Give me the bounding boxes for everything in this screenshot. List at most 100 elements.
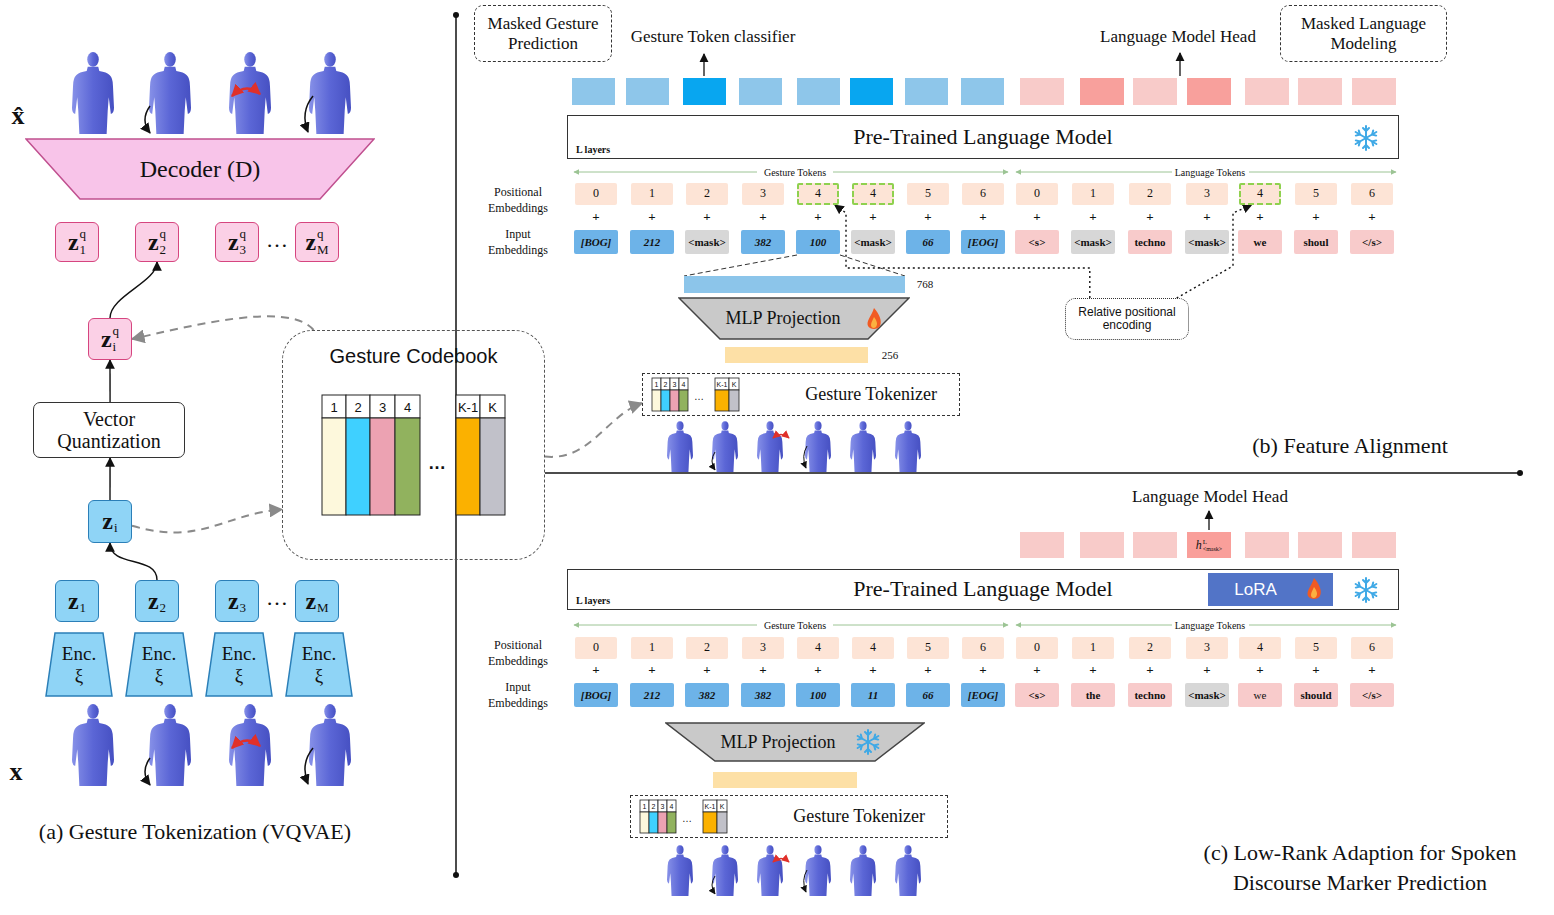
node-text: <s> bbox=[1029, 236, 1046, 248]
token-box: 212 bbox=[630, 683, 674, 707]
plus-sign: + bbox=[592, 662, 599, 678]
plus-sign: + bbox=[1256, 662, 1263, 678]
range-label: Gesture Tokens bbox=[764, 620, 826, 631]
symbol-text: z bbox=[305, 588, 316, 615]
node-text: 2 bbox=[704, 641, 710, 654]
node-text: 212 bbox=[644, 689, 661, 701]
plus-sign: + bbox=[648, 662, 655, 678]
symbol-text: z bbox=[148, 588, 159, 615]
encoder-trapezoid: Enc. ξ bbox=[45, 632, 113, 697]
subscript: 3 bbox=[240, 242, 247, 258]
plus-sign: + bbox=[979, 662, 986, 678]
codebook-index: 4 bbox=[404, 400, 411, 415]
head-label: Language Model Head bbox=[1132, 487, 1288, 507]
token-box: <s> bbox=[1015, 683, 1059, 707]
token-box: <mask> bbox=[1185, 683, 1229, 707]
node-text: 100 bbox=[810, 236, 827, 248]
position-box: 4 bbox=[1239, 183, 1281, 205]
position-box: 6 bbox=[1351, 637, 1393, 659]
latent-box: z3 bbox=[215, 580, 259, 622]
plus-sign: + bbox=[759, 662, 766, 678]
symbol-text: z bbox=[101, 326, 112, 353]
node-text: 6 bbox=[980, 187, 986, 200]
node-text: the bbox=[1086, 689, 1101, 701]
codebook-index: K-1 bbox=[717, 381, 728, 388]
encoder-trapezoid: Enc. ξ bbox=[125, 632, 193, 697]
token-box: should bbox=[1294, 683, 1338, 707]
node-text: Gesture Codebook bbox=[330, 345, 498, 367]
input-symbol: x bbox=[10, 757, 23, 787]
codebook-index: K bbox=[720, 803, 725, 810]
codebook-index: 1 bbox=[655, 381, 659, 388]
node-text: 5 bbox=[925, 187, 931, 200]
encoder-trapezoid: Enc. ξ bbox=[205, 632, 273, 697]
node-text: 212 bbox=[644, 236, 661, 248]
trapezoid-shape bbox=[26, 139, 374, 199]
plus-sign: + bbox=[1033, 662, 1040, 678]
output-symbol: x̂ bbox=[12, 101, 25, 131]
node-text: </s> bbox=[1362, 236, 1382, 248]
connector bbox=[110, 262, 157, 318]
head-label: Language Model Head bbox=[1100, 27, 1256, 47]
codebook-index: 4 bbox=[682, 381, 686, 388]
token-box: we bbox=[1238, 683, 1282, 707]
plus-sign: + bbox=[814, 209, 821, 225]
language-model-box: L layersPre-Trained Language Model bbox=[567, 115, 1399, 159]
position-box: 3 bbox=[742, 183, 784, 205]
symbol-text: z bbox=[68, 588, 79, 615]
superscript: q bbox=[80, 226, 87, 242]
node-text: 4 bbox=[1257, 187, 1263, 200]
range-label: Language Tokens bbox=[1175, 167, 1245, 178]
node-text: <mask> bbox=[854, 236, 892, 248]
symbol-text: z bbox=[68, 229, 79, 256]
node-text: <mask> bbox=[688, 236, 726, 248]
token-box: 100 bbox=[796, 230, 840, 254]
trapezoid-shape bbox=[679, 298, 909, 339]
token-box: 212 bbox=[630, 230, 674, 254]
node-text: <mask> bbox=[1188, 689, 1226, 701]
node-text: 4 bbox=[870, 641, 876, 654]
node-text: 2 bbox=[1147, 187, 1153, 200]
node-text: 1 bbox=[1090, 187, 1096, 200]
task-box: Masked Language Modeling bbox=[1280, 5, 1447, 62]
node-text: [BOG] bbox=[581, 689, 612, 701]
node-text: 6 bbox=[1369, 187, 1375, 200]
node-text: MLP Projection bbox=[726, 308, 841, 328]
plus-sign: + bbox=[1089, 209, 1096, 225]
position-box: 1 bbox=[631, 183, 673, 205]
node-text: we bbox=[1254, 689, 1267, 701]
position-box: 6 bbox=[1351, 183, 1393, 205]
panel-caption: (b) Feature Alignment bbox=[1252, 433, 1448, 459]
subscript: <mask> bbox=[1203, 546, 1222, 552]
codebook-index: 2 bbox=[652, 803, 656, 810]
tokenizer-box: Gesture Tokenizer bbox=[642, 373, 960, 416]
plus-sign: + bbox=[1089, 662, 1096, 678]
node-text: shoul bbox=[1303, 236, 1328, 248]
ellipsis: … bbox=[428, 453, 446, 474]
token-box: 66 bbox=[906, 683, 950, 707]
plus-sign: + bbox=[1203, 662, 1210, 678]
range-label: Language Tokens bbox=[1175, 620, 1245, 631]
position-box: 5 bbox=[1295, 637, 1337, 659]
plus-sign: + bbox=[814, 662, 821, 678]
token-box: <mask> bbox=[851, 230, 895, 254]
ellipsis: … bbox=[694, 391, 704, 402]
range-label: Gesture Tokens bbox=[764, 167, 826, 178]
token-box: <mask> bbox=[1071, 230, 1115, 254]
node-text: 6 bbox=[980, 641, 986, 654]
node-text: 6 bbox=[1369, 641, 1375, 654]
node-text: [BOG] bbox=[581, 236, 612, 248]
connector bbox=[109, 458, 110, 500]
token-box: 100 bbox=[796, 683, 840, 707]
position-box: 2 bbox=[686, 183, 728, 205]
panel-caption: (a) Gesture Tokenization (VQVAE) bbox=[39, 819, 351, 845]
quantized-latent-box: zqi bbox=[88, 318, 132, 360]
row-label: Input Embeddings bbox=[476, 679, 560, 711]
token-box: 382 bbox=[685, 683, 729, 707]
superscript: q bbox=[113, 323, 120, 339]
node-text: Enc. ξ bbox=[297, 643, 341, 686]
symbol-text: z bbox=[228, 588, 239, 615]
plus-sign: + bbox=[1312, 662, 1319, 678]
ellipsis: … bbox=[682, 813, 692, 824]
plus-sign: + bbox=[924, 662, 931, 678]
